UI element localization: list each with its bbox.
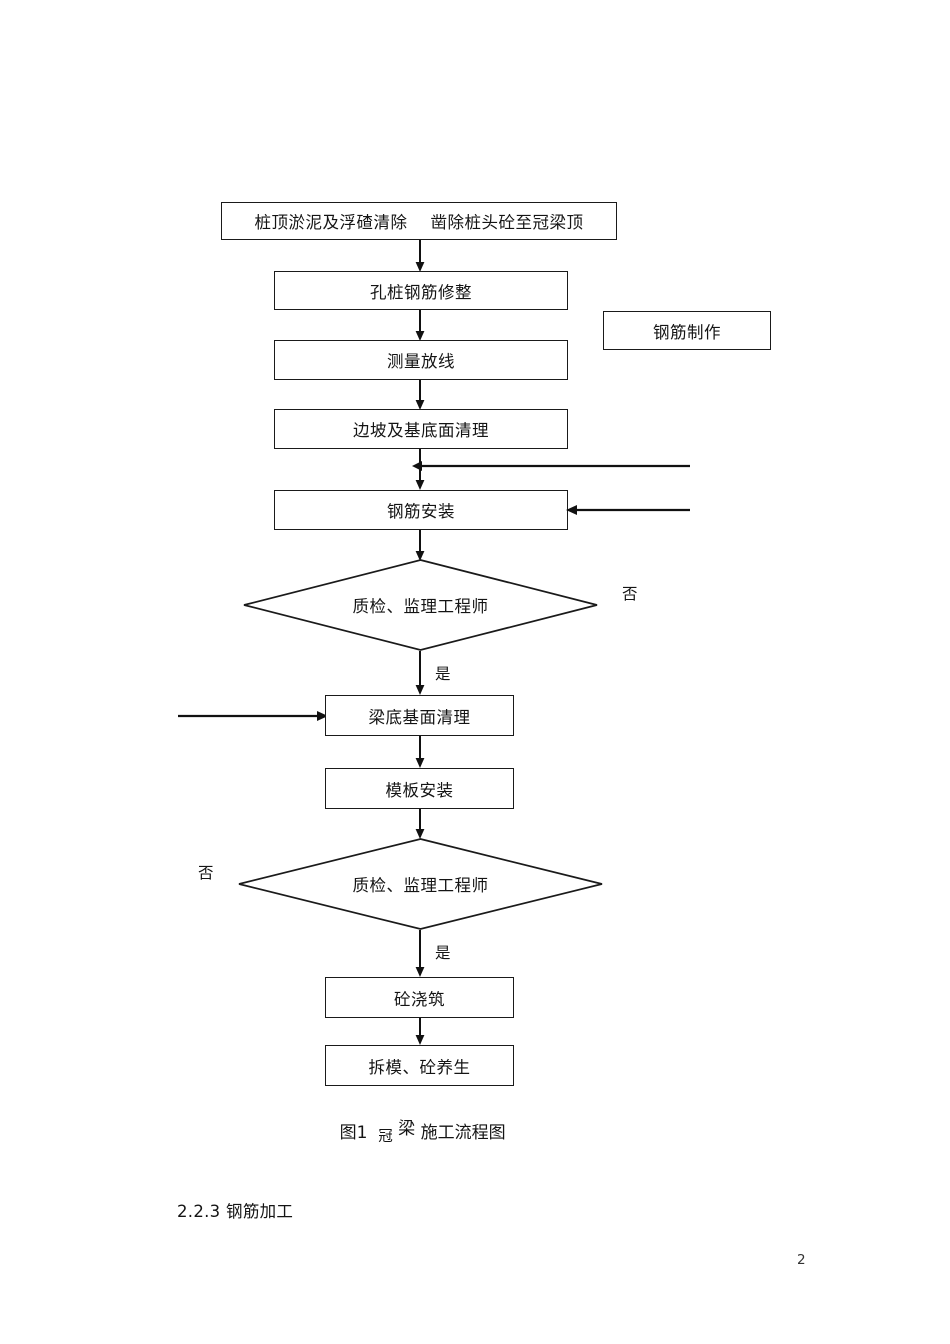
figure-caption-small-char: 冠 bbox=[378, 1129, 393, 1145]
flow-node-formwork-installation[interactable]: 模板安装 bbox=[325, 768, 514, 809]
flow-node-survey-layout[interactable]: 测量放线 bbox=[274, 340, 568, 380]
edge-rebar-feed-lower bbox=[566, 503, 692, 517]
flow-node-rebar-installation[interactable]: 钢筋安装 bbox=[274, 490, 568, 530]
section-heading-rebar-processing: 2.2.3 钢筋加工 bbox=[177, 1202, 294, 1221]
edge-n7-n8 bbox=[415, 736, 425, 768]
branch-label-yes-1: 是 bbox=[435, 665, 452, 683]
flow-node-beam-base-cleaning[interactable]: 梁底基面清理 bbox=[325, 695, 514, 736]
flow-node-pile-top-cleanup[interactable]: 桩顶淤泥及浮碴清除 凿除桩头砼至冠梁顶 bbox=[221, 202, 617, 240]
figure-caption: 图1 冠 梁 施工流程图 bbox=[318, 1098, 506, 1163]
flow-node-rebar-fabrication[interactable]: 钢筋制作 bbox=[603, 311, 771, 350]
figure-caption-raised-char: 梁 bbox=[398, 1119, 416, 1139]
flow-node-concrete-pouring[interactable]: 砼浇筑 bbox=[325, 977, 514, 1018]
flow-node-formwork-removal-curing[interactable]: 拆模、砼养生 bbox=[325, 1045, 514, 1086]
edge-n9-n10 bbox=[415, 930, 425, 977]
figure-caption-suffix: 施工流程图 bbox=[420, 1123, 506, 1143]
edge-n2-n3 bbox=[415, 310, 425, 341]
flow-node-inspection-2[interactable]: 质检、监理工程师 bbox=[238, 838, 603, 930]
edge-n6-n7 bbox=[415, 651, 425, 695]
edge-n1-n2 bbox=[415, 240, 425, 272]
edge-n8-n9 bbox=[415, 809, 425, 839]
edge-rebar-feed-upper bbox=[412, 459, 692, 473]
edge-n5-n6 bbox=[415, 530, 425, 561]
edge-n10-n11 bbox=[415, 1018, 425, 1045]
branch-label-no-1: 否 bbox=[622, 585, 639, 603]
page-number: 2 bbox=[797, 1252, 806, 1268]
flow-node-pile-rebar-trim[interactable]: 孔桩钢筋修整 bbox=[274, 271, 568, 310]
figure-caption-prefix: 图1 bbox=[339, 1123, 368, 1143]
flow-node-inspection-1[interactable]: 质检、监理工程师 bbox=[243, 559, 598, 651]
edge-left-feed-into-beam-base bbox=[178, 709, 328, 723]
edge-n3-n4 bbox=[415, 380, 425, 410]
flow-node-slope-base-cleaning[interactable]: 边坡及基底面清理 bbox=[274, 409, 568, 449]
branch-label-yes-2: 是 bbox=[435, 944, 452, 962]
branch-label-no-2: 否 bbox=[198, 864, 215, 882]
